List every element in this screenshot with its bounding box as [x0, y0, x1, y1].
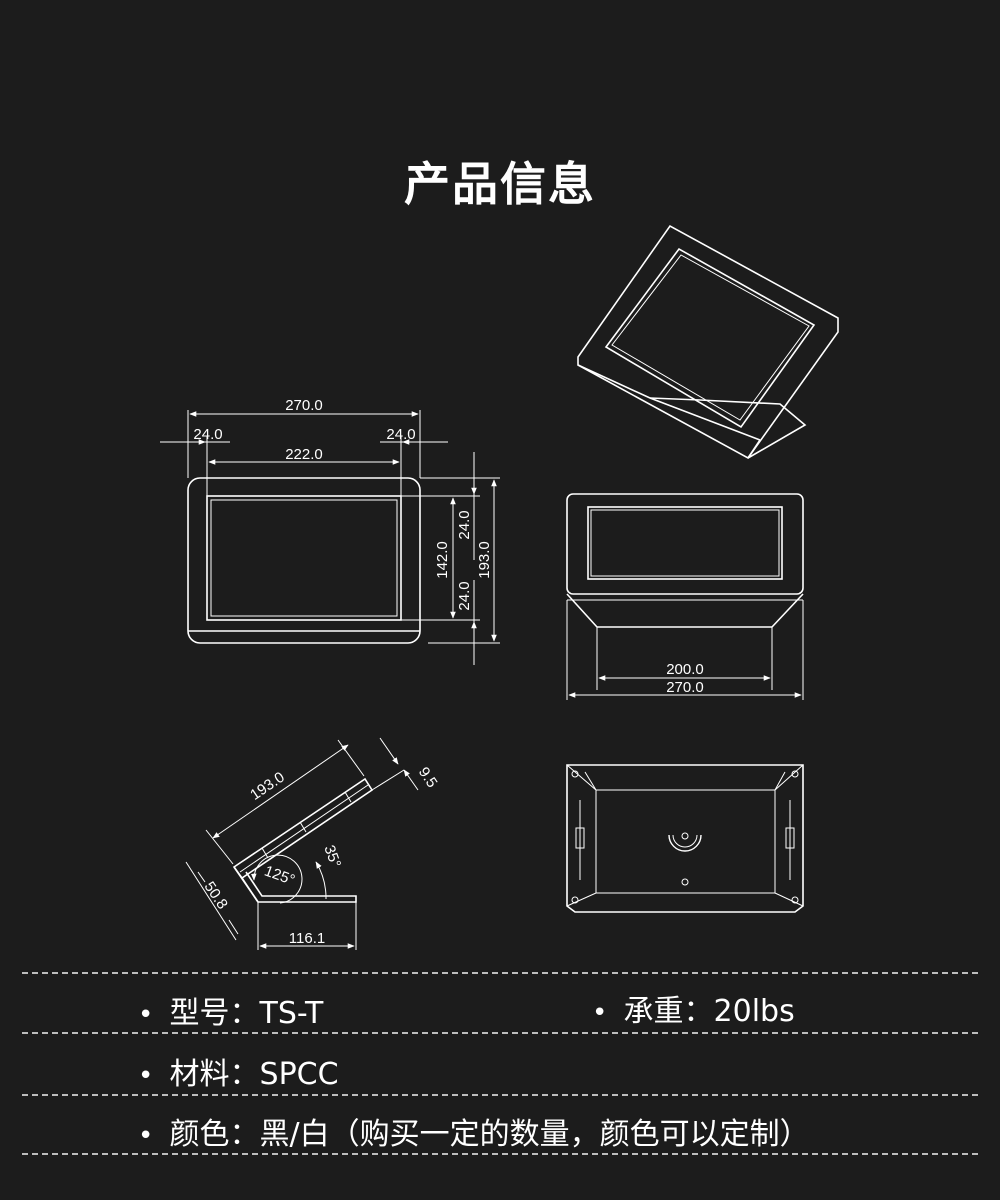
dim-total-height: 193.0	[476, 541, 493, 579]
dim-left-border: 24.0	[193, 426, 222, 443]
spec-material: • 材料：SPCC	[138, 1057, 339, 1092]
dim-base-inner-width: 200.0	[666, 661, 704, 678]
dim-base-height: 50.8	[201, 879, 231, 913]
dim-bottom-border: 24.0	[456, 581, 473, 610]
dim-thickness: 9.5	[415, 764, 441, 791]
dim-inner-angle: 125°	[262, 862, 297, 889]
bullet-icon: •	[138, 1061, 154, 1091]
top-view	[566, 493, 804, 700]
spec-load: • 承重：20lbs	[592, 994, 795, 1029]
front-view	[160, 410, 500, 665]
divider	[22, 972, 978, 974]
dim-right-border: 24.0	[386, 426, 415, 443]
bullet-icon: •	[592, 998, 608, 1028]
dim-screen-width: 222.0	[285, 446, 323, 463]
bullet-icon: •	[138, 1000, 154, 1030]
isometric-view	[577, 224, 839, 460]
spec-color: • 颜色：黑/白（购买一定的数量，颜色可以定制）	[138, 1117, 810, 1152]
dim-tilt-angle: 35°	[320, 843, 344, 870]
dim-panel-length: 193.0	[247, 769, 288, 804]
divider	[22, 1153, 978, 1155]
spec-model: • 型号：TS-T	[138, 996, 324, 1031]
dim-top-border: 24.0	[456, 510, 473, 539]
back-view	[566, 764, 804, 913]
dim-screen-height: 142.0	[434, 541, 451, 579]
dim-total-width: 270.0	[285, 397, 323, 414]
dim-base-depth: 116.1	[289, 930, 325, 947]
side-view	[185, 737, 419, 950]
page-title: 产品信息	[404, 157, 596, 211]
divider	[22, 1094, 978, 1096]
dim-base-total-width: 270.0	[666, 679, 704, 696]
bullet-icon: •	[138, 1121, 154, 1151]
divider	[22, 1032, 978, 1034]
technical-drawing: 270.0 24.0 24.0 222.0 142.0 24.0 24.0 19…	[160, 224, 839, 950]
